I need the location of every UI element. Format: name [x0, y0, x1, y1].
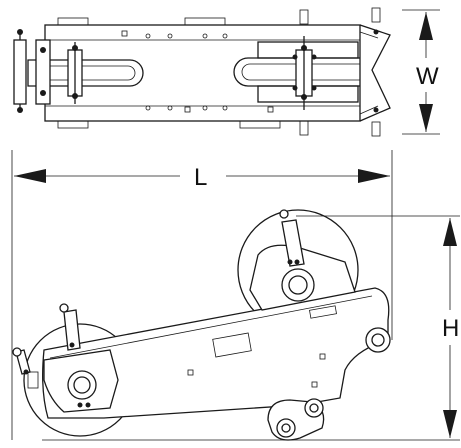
height-label: H [442, 315, 459, 342]
left-arm-front [63, 309, 81, 351]
top-frame [44, 24, 361, 122]
right-reel-slot [233, 57, 360, 87]
length-dimension: L [11, 150, 393, 440]
right-arm [281, 219, 305, 267]
width-label: W [416, 63, 439, 90]
rear-wheel [304, 398, 324, 418]
top-rail-left-lower [57, 120, 89, 129]
top-view [13, 7, 391, 137]
length-arrow-right [358, 169, 390, 183]
left-hub [67, 370, 97, 400]
front-wheel [276, 418, 296, 438]
side-view [12, 209, 391, 441]
height-arrow-down [443, 410, 457, 438]
height-arrow-up [443, 218, 457, 246]
width-dimension: W [402, 9, 440, 135]
width-arrow-down [419, 104, 433, 132]
width-arrow-up [419, 12, 433, 40]
right-tapered-end [359, 24, 391, 122]
left-reel-slot [27, 59, 144, 87]
top-rail-left-upper [57, 17, 89, 26]
length-arrow-left [14, 169, 46, 183]
left-crank [13, 39, 27, 105]
nameplate [212, 332, 252, 358]
side-frame [42, 287, 390, 419]
end-roller [365, 327, 391, 353]
length-label: L [194, 164, 207, 191]
right-hub [281, 268, 315, 302]
top-holes [121, 30, 274, 113]
